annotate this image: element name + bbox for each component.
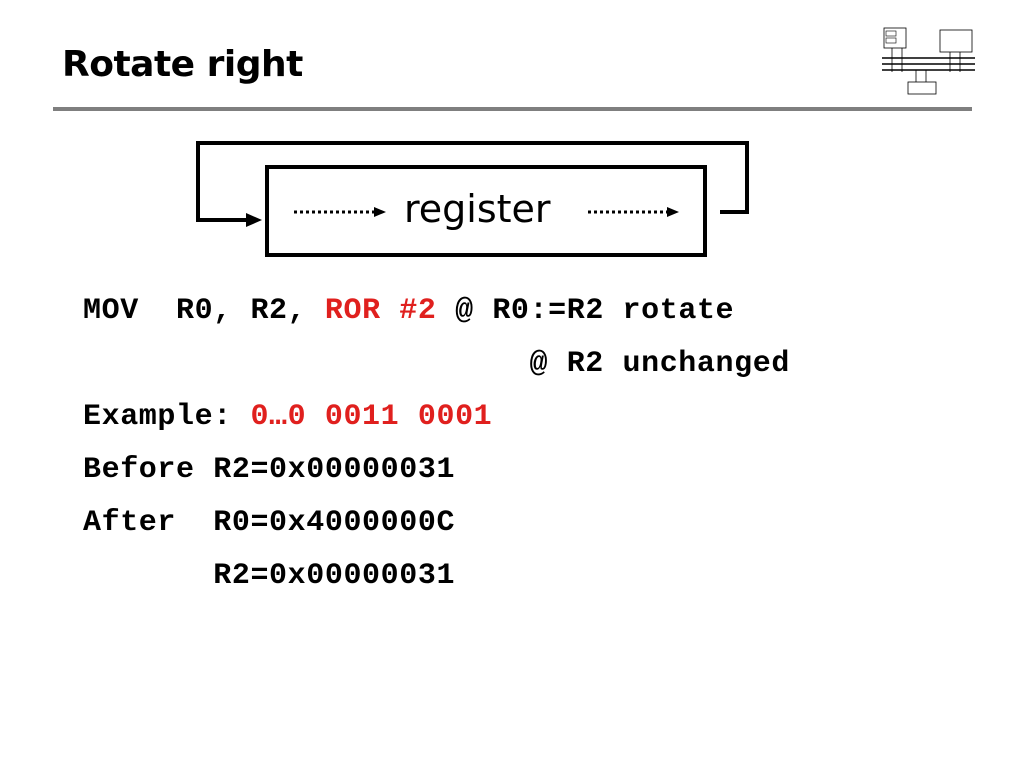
before-value: R2=0x00000031 xyxy=(213,453,456,487)
after-value-r0: R0=0x4000000C xyxy=(213,506,456,540)
opcode: MOV xyxy=(83,294,139,328)
shift-operand: ROR #2 xyxy=(324,294,437,328)
register-label: register xyxy=(404,187,551,231)
after-value-r2: R2=0x00000031 xyxy=(213,559,456,593)
before-label: Before xyxy=(83,453,195,487)
code-line-after: After R0=0x4000000C xyxy=(83,505,455,541)
code-line-after-r2: R2=0x00000031 xyxy=(83,558,455,594)
example-value: 0…0 0011 0001 xyxy=(250,400,493,434)
title-divider xyxy=(53,107,972,111)
code-line-comment: @ R2 unchanged xyxy=(83,346,790,382)
rotate-feedback-path xyxy=(196,141,749,222)
comment-rotate: @ R0:=R2 rotate xyxy=(455,294,735,328)
operands: R0, R2, xyxy=(176,294,307,328)
rotate-register-diagram xyxy=(196,141,749,257)
comment-unchanged: @ R2 unchanged xyxy=(529,347,790,381)
code-line-example: Example: 0…0 0011 0001 xyxy=(83,399,492,435)
after-label: After xyxy=(83,506,177,540)
code-line-before: Before R2=0x00000031 xyxy=(83,452,455,488)
feedback-arrowhead xyxy=(246,213,262,227)
code-line-mov: MOV R0, R2, ROR #2 @ R0:=R2 rotate xyxy=(83,293,734,329)
right-shift-arrowhead xyxy=(667,207,679,217)
architecture-logo-icon xyxy=(882,27,975,95)
example-label: Example: xyxy=(83,400,232,434)
left-shift-arrowhead xyxy=(374,207,386,217)
slide-title: Rotate right xyxy=(62,44,303,85)
